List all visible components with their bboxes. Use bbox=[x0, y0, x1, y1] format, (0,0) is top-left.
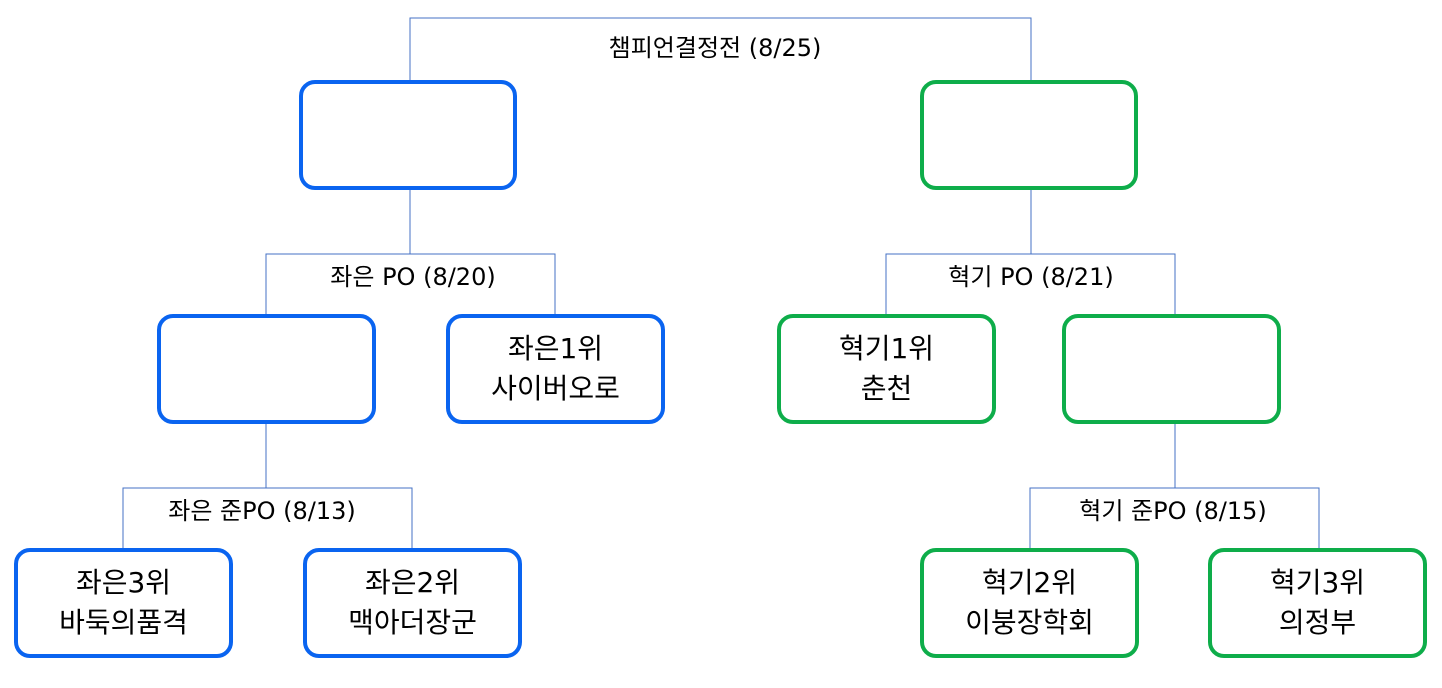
left-seed-1-box: 좌은1위 사이버오로 bbox=[446, 314, 665, 424]
right-seed-2-box: 혁기2위 이붕장학회 bbox=[920, 548, 1139, 658]
right-seed-1-seed: 혁기1위 bbox=[838, 332, 935, 365]
left-seed-3-name: 바둑의품격 bbox=[59, 606, 188, 639]
left-final-slot bbox=[299, 80, 517, 190]
right-seed-3-name: 의정부 bbox=[1278, 606, 1357, 639]
left-po-round-label: 좌은 PO (8/20) bbox=[326, 262, 500, 292]
right-seed-1-name: 춘천 bbox=[860, 372, 913, 405]
final-connector bbox=[409, 17, 1032, 80]
right-seed-2-seed: 혁기2위 bbox=[981, 566, 1078, 599]
left-seed-2-name: 맥아더장군 bbox=[348, 606, 477, 639]
right-seed-3-box: 혁기3위 의정부 bbox=[1208, 548, 1427, 658]
right-final-slot bbox=[920, 80, 1138, 190]
left-seed-1-name: 사이버오로 bbox=[491, 372, 620, 405]
right-seed-1-box: 혁기1위 춘천 bbox=[777, 314, 996, 424]
left-seed-1-seed: 좌은1위 bbox=[507, 332, 604, 365]
right-semi-po-round-label: 혁기 준PO (8/15) bbox=[1075, 496, 1271, 526]
left-semi-po-round-label: 좌은 준PO (8/13) bbox=[164, 496, 360, 526]
right-seed-3-seed: 혁기3위 bbox=[1269, 566, 1366, 599]
right-seed-2-name: 이붕장학회 bbox=[965, 606, 1094, 639]
left-po-connector bbox=[265, 253, 556, 314]
right-po-round-label: 혁기 PO (8/21) bbox=[944, 262, 1118, 292]
left-seed-3-box: 좌은3위 바둑의품격 bbox=[14, 548, 233, 658]
left-seed-2-box: 좌은2위 맥아더장군 bbox=[303, 548, 522, 658]
right-po-connector bbox=[885, 253, 1176, 314]
left-po-winner-slot bbox=[157, 314, 376, 424]
left-seed-2-seed: 좌은2위 bbox=[364, 566, 461, 599]
right-po-winner-slot bbox=[1062, 314, 1281, 424]
right-semi-po-connector bbox=[1029, 487, 1320, 548]
final-round-label: 챔피언결정전 (8/25) bbox=[604, 33, 826, 63]
left-semi-po-connector bbox=[122, 487, 413, 548]
left-seed-3-seed: 좌은3위 bbox=[75, 566, 172, 599]
